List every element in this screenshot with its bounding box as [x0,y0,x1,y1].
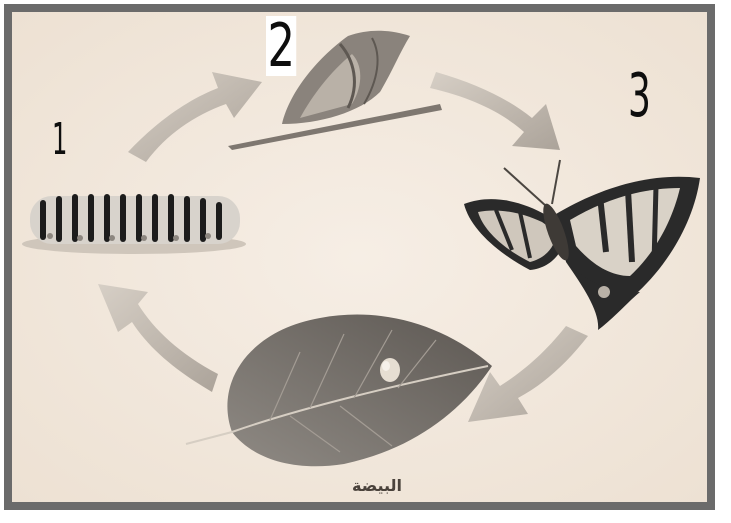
stage-number-1: 1 [52,118,67,162]
stage-number-2: 2 [266,16,296,76]
stage-number-3: 3 [628,66,651,126]
caterpillar-icon [22,194,246,254]
egg-label: البيضة [352,476,402,495]
